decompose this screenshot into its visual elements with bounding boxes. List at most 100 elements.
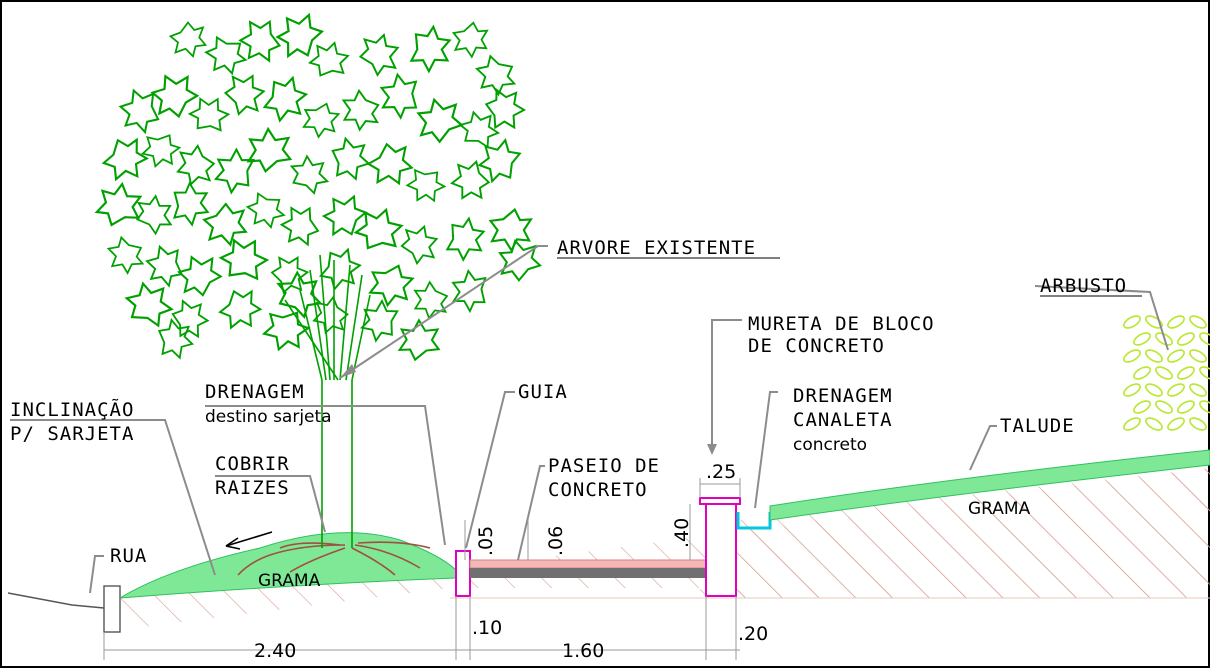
- canopy-leaf: [145, 244, 183, 288]
- canopy-leaf: [302, 102, 341, 139]
- canopy-leaf: [270, 256, 310, 295]
- canopy-leaf: [488, 207, 533, 253]
- shrub-leaf: [1123, 315, 1141, 329]
- canopy-leaf: [276, 270, 323, 319]
- shrub-leaf: [1155, 400, 1173, 414]
- shrub-leaf: [1167, 383, 1185, 397]
- canopy-leaf: [331, 136, 371, 181]
- label-arvore: ARVORE EXISTENTE: [557, 237, 756, 259]
- label-drenagem-right-1: DRENAGEM: [793, 385, 893, 407]
- canopy-leaf: [477, 138, 522, 184]
- shrub-leaf: [1177, 366, 1195, 380]
- shrub-leaf: [1189, 417, 1207, 431]
- shrub-leaf: [1133, 332, 1151, 346]
- canopy-leaf: [474, 54, 517, 97]
- canopy-leaf: [261, 311, 311, 352]
- label-cobrir-2: RAIZES: [215, 477, 290, 499]
- label-rua: RUA: [110, 545, 147, 567]
- canopy-leaf: [451, 268, 487, 314]
- sidewalk-top: [469, 559, 707, 569]
- shrub-leaf: [1189, 383, 1207, 397]
- sidewalk-slab: [470, 568, 706, 578]
- canopy-leaf: [275, 12, 325, 59]
- shrub-leaf: [1177, 332, 1195, 346]
- canopy-leaf: [106, 235, 145, 275]
- talude-grass: [769, 449, 1210, 521]
- label-drenagem-left-2: destino sarjeta: [205, 407, 332, 427]
- guia-curb: [455, 550, 471, 597]
- canopy-leaf: [101, 137, 149, 182]
- label-guia: GUIA: [518, 381, 568, 403]
- canopy-leaf: [321, 194, 368, 237]
- shrub-leaf: [1123, 417, 1141, 431]
- canopy-leaf: [484, 87, 527, 130]
- canopy-leaf: [358, 33, 400, 77]
- canopy-leaf: [171, 299, 210, 339]
- label-paseio-1: PASEIO DE: [548, 455, 660, 477]
- canopy-leaf: [445, 216, 486, 262]
- canopy-leaf: [177, 255, 223, 297]
- canopy-leaf: [400, 224, 439, 266]
- canopy-leaf: [458, 110, 501, 149]
- canopy-leaf: [157, 318, 195, 360]
- shrub-leaf: [1167, 417, 1185, 431]
- dim-005: .05: [475, 526, 497, 556]
- label-cobrir-1: COBRIR: [215, 453, 290, 475]
- label-talude: TALUDE: [1000, 415, 1075, 437]
- mureta-cap: [699, 497, 741, 505]
- canopy-leaf: [312, 295, 349, 335]
- canopy-leaf: [307, 41, 350, 77]
- dim-010: .10: [472, 617, 502, 639]
- canopy-leaf: [172, 180, 210, 227]
- dim-160: 1.60: [562, 640, 604, 662]
- shrub-leaf: [1199, 400, 1210, 414]
- label-inclinacao-1: INCLINAÇÃO: [10, 398, 134, 421]
- canopy-leaf: [360, 298, 399, 343]
- shrub-leaf: [1123, 383, 1141, 397]
- shrub-leaf: [1177, 400, 1195, 414]
- dim-240: 2.40: [254, 640, 296, 662]
- canopy-leaf: [176, 143, 216, 187]
- shrub-leaf: [1145, 349, 1163, 363]
- label-mureta-1: MURETA DE BLOCO: [748, 313, 935, 335]
- canopy-leaf: [135, 194, 173, 236]
- shrub-leaf: [1189, 349, 1207, 363]
- shrub-leaf: [1199, 366, 1210, 380]
- canopy-leaf: [168, 21, 208, 58]
- canopy-leaf: [140, 134, 182, 169]
- canopy-leaf: [218, 238, 270, 281]
- label-inclinacao-2: P/ SARJETA: [10, 423, 134, 445]
- label-drenagem-right-2: CANALETA: [793, 409, 893, 431]
- canopy-leaf: [366, 142, 414, 186]
- slope-arrow: [225, 531, 273, 547]
- shrub: [1123, 315, 1210, 431]
- leader-lines: [10, 245, 1169, 594]
- shrub-leaf: [1133, 366, 1151, 380]
- label-drenagem-right-3: concreto: [793, 435, 867, 455]
- canopy-leaf: [289, 154, 330, 195]
- shrub-leaf: [1145, 417, 1163, 431]
- dimension-lines: [103, 478, 741, 660]
- canopy-leaf: [450, 159, 491, 200]
- canopy-leaf: [368, 264, 415, 308]
- road-surface: [7, 592, 105, 609]
- canopy-leaf: [498, 238, 543, 282]
- shrub-leaf: [1133, 400, 1151, 414]
- road-curb: [103, 585, 121, 633]
- shrub-leaf: [1145, 315, 1163, 329]
- label-paseio-2: CONCRETO: [548, 479, 648, 501]
- canopy-leaf: [150, 74, 200, 119]
- shrub-leaf: [1155, 332, 1173, 346]
- canopy-leaf: [238, 19, 282, 63]
- canopy-leaf: [379, 72, 418, 120]
- canopy-leaf: [202, 202, 248, 247]
- canopy-leaf: [246, 126, 293, 173]
- canopy-leaf: [223, 74, 266, 116]
- canopy-leaf: [262, 75, 309, 123]
- shrub-leaf: [1199, 332, 1210, 346]
- ground-hatch-right: [738, 468, 1210, 598]
- canopy-leaf: [245, 191, 286, 229]
- dim-020: .20: [738, 623, 768, 645]
- shrub-leaf: [1155, 366, 1173, 380]
